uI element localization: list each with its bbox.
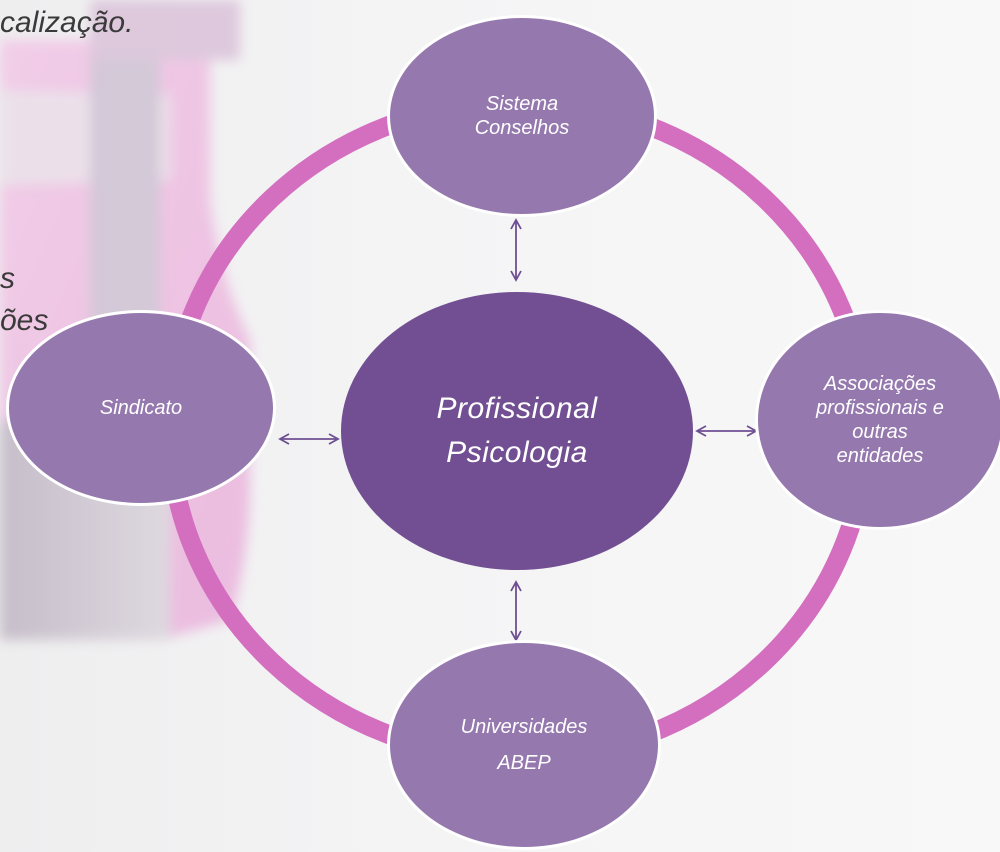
node-sindicato: Sindicato (6, 310, 276, 506)
background-text-line3: ões (0, 304, 49, 337)
background-text-line1: calização. (0, 6, 134, 39)
node-center-line1: Profissional (436, 392, 598, 425)
node-right-line1: Associações (823, 373, 937, 395)
node-top-line2: Conselhos (474, 117, 570, 139)
node-right-line2: profissionais e (816, 397, 944, 419)
node-right-line4: entidades (836, 445, 924, 467)
node-profissional-psicologia: Profissional Psicologia (341, 292, 693, 570)
node-bottom-line1: Universidades (460, 716, 588, 738)
node-associacoes: Associações profissionais e outras entid… (755, 310, 1000, 530)
node-top-line1: Sistema (485, 93, 559, 115)
node-center-line2: Psicologia (446, 436, 588, 469)
node-left-line1: Sindicato (99, 397, 183, 419)
background-text-line2: s (0, 262, 15, 295)
node-universidades-abep: Universidades ABEP (387, 640, 661, 850)
node-right-line3: outras (852, 421, 908, 443)
node-bottom-line2: ABEP (497, 752, 551, 774)
node-sistema-conselhos: Sistema Conselhos (387, 15, 657, 217)
